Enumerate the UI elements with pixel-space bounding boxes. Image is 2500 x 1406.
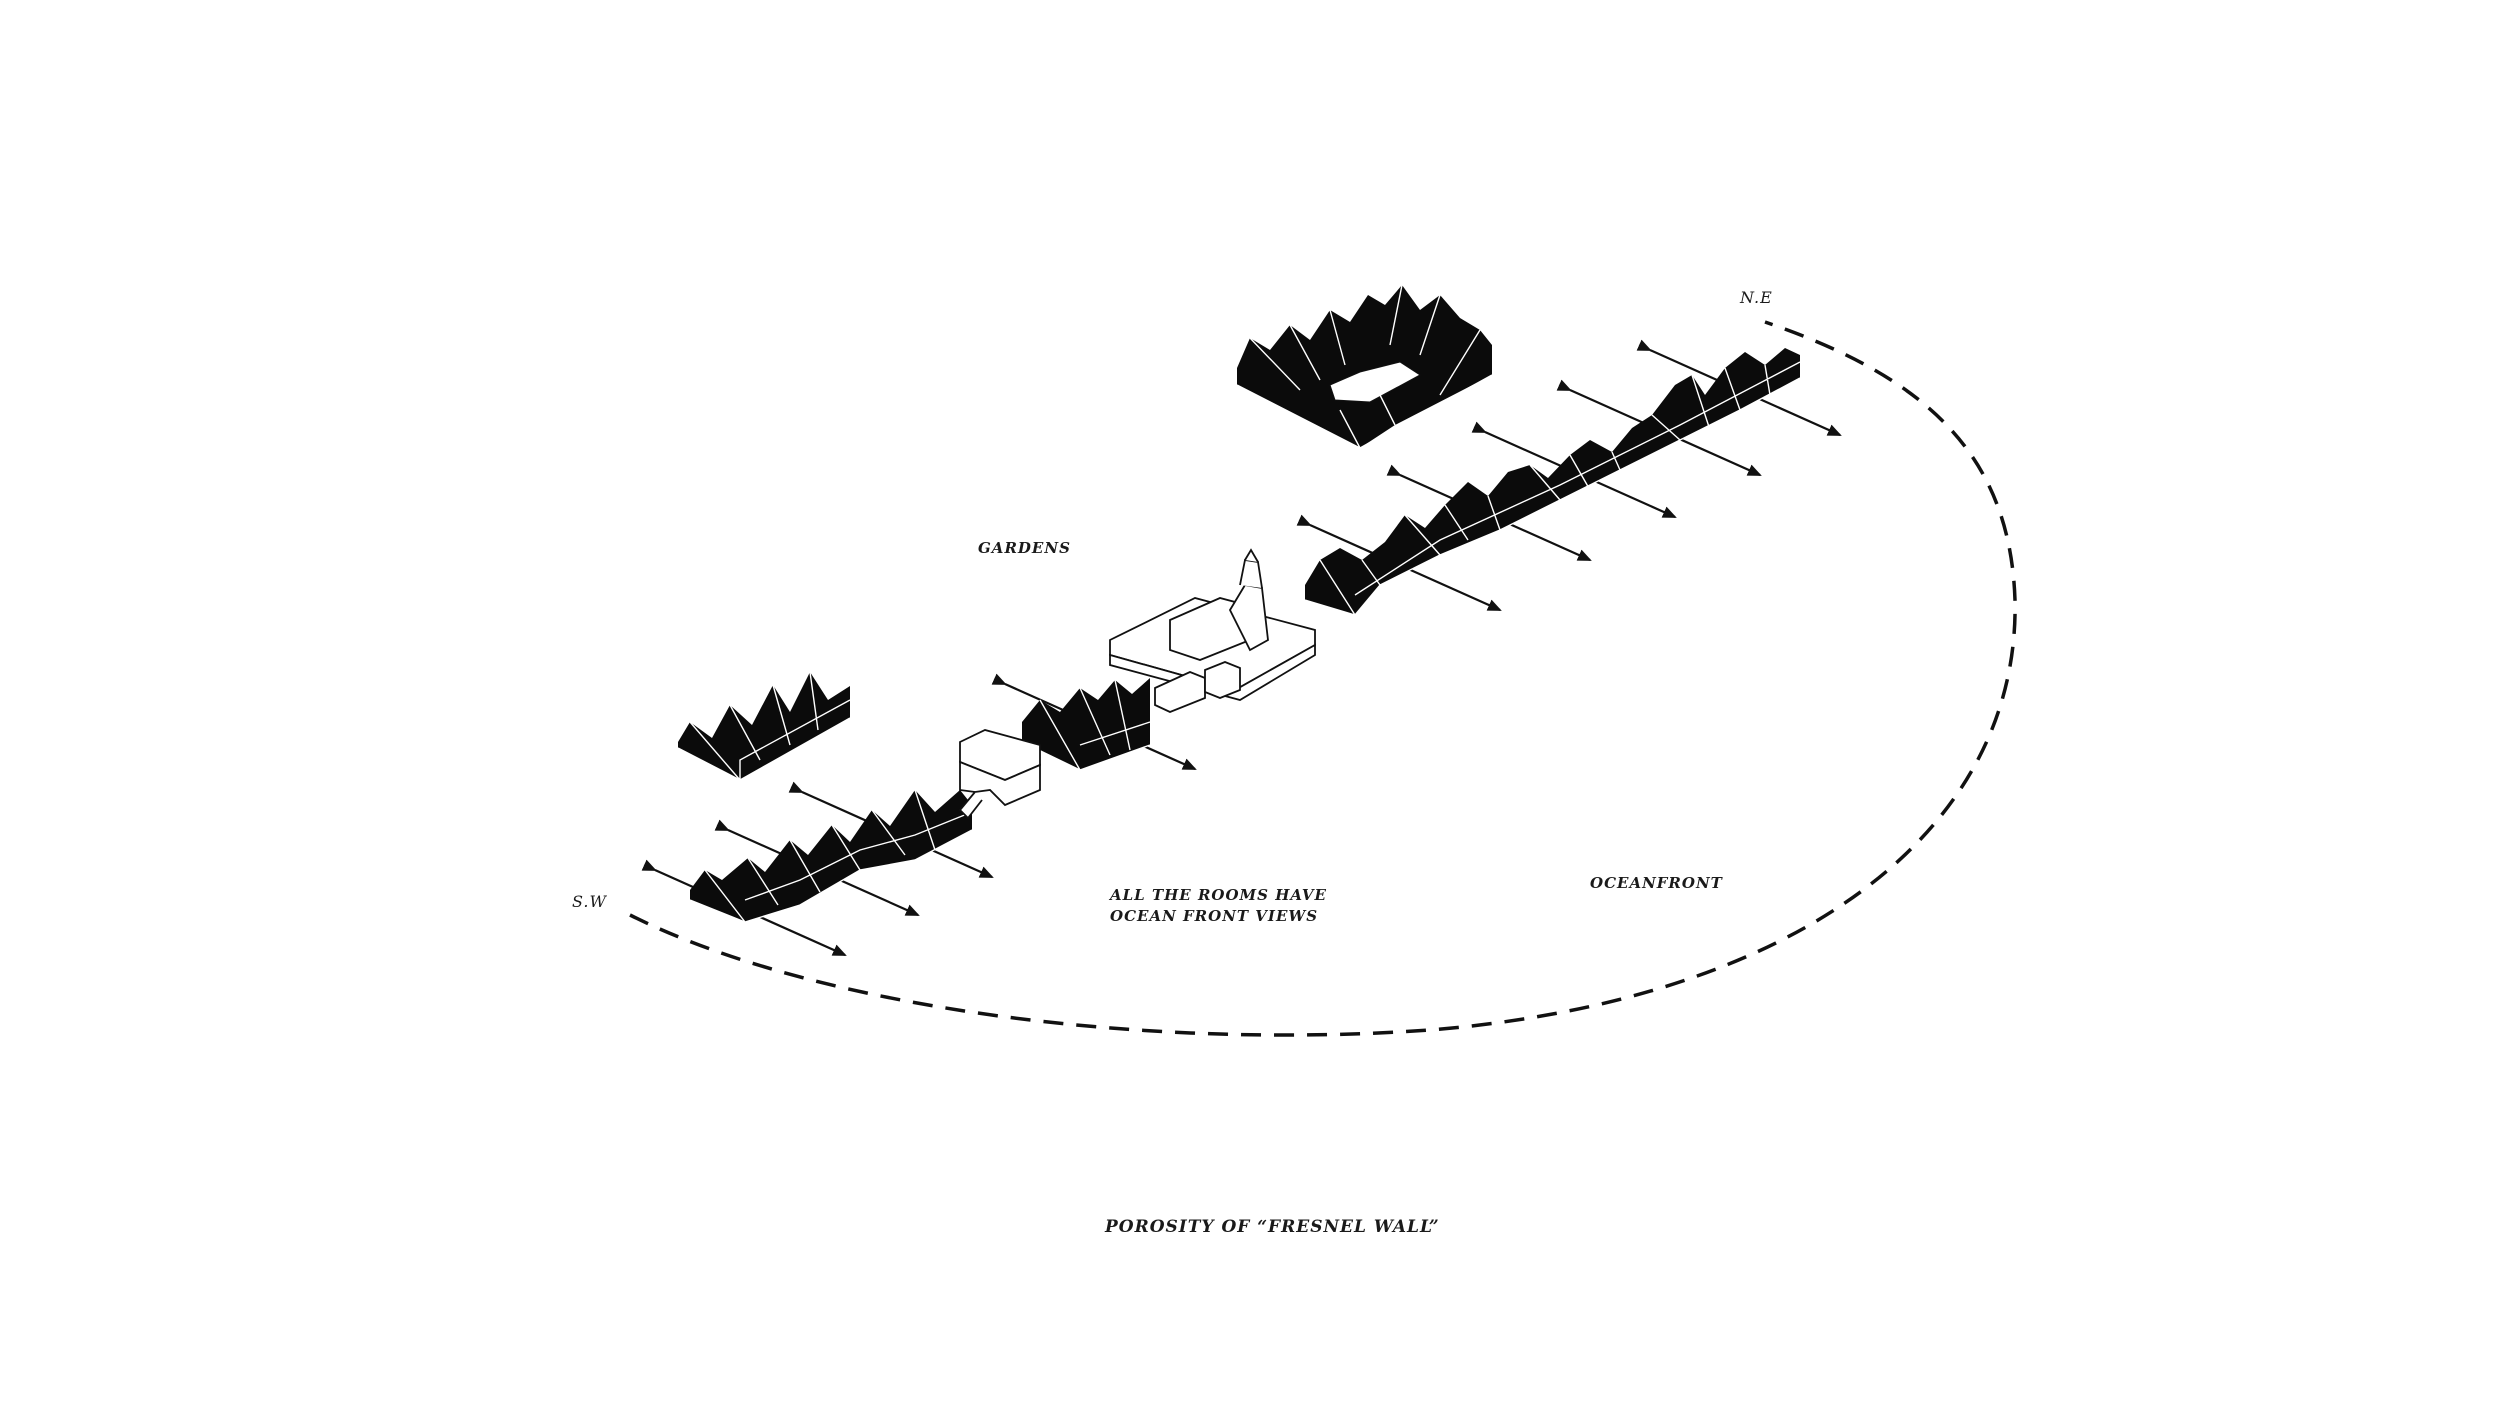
wall-segment-southwest [689, 789, 973, 923]
rooms-label-line2: OCEAN FRONT VIEWS [1110, 907, 1318, 925]
building-main [1109, 548, 1316, 713]
oceanfront-label: OCEANFRONT [1590, 874, 1724, 892]
wall-segment-middle [1021, 678, 1151, 771]
rooms-label-line1: ALL THE ROOMS HAVE [1108, 886, 1327, 904]
southwest-compass-label: S.W [572, 892, 607, 911]
orbit-dashed-arc [629, 320, 2017, 1037]
gardens-label: GARDENS [978, 539, 1071, 557]
wall-courtyard-block [1236, 284, 1493, 449]
diagram-title: POROSITY OF “FRESNEL WALL” [1104, 1217, 1440, 1237]
wall-segment-detached [677, 671, 851, 781]
wall-segment-northeast [1304, 348, 1801, 616]
northeast-compass-label: N.E [1739, 288, 1773, 307]
building-small [958, 729, 1041, 820]
